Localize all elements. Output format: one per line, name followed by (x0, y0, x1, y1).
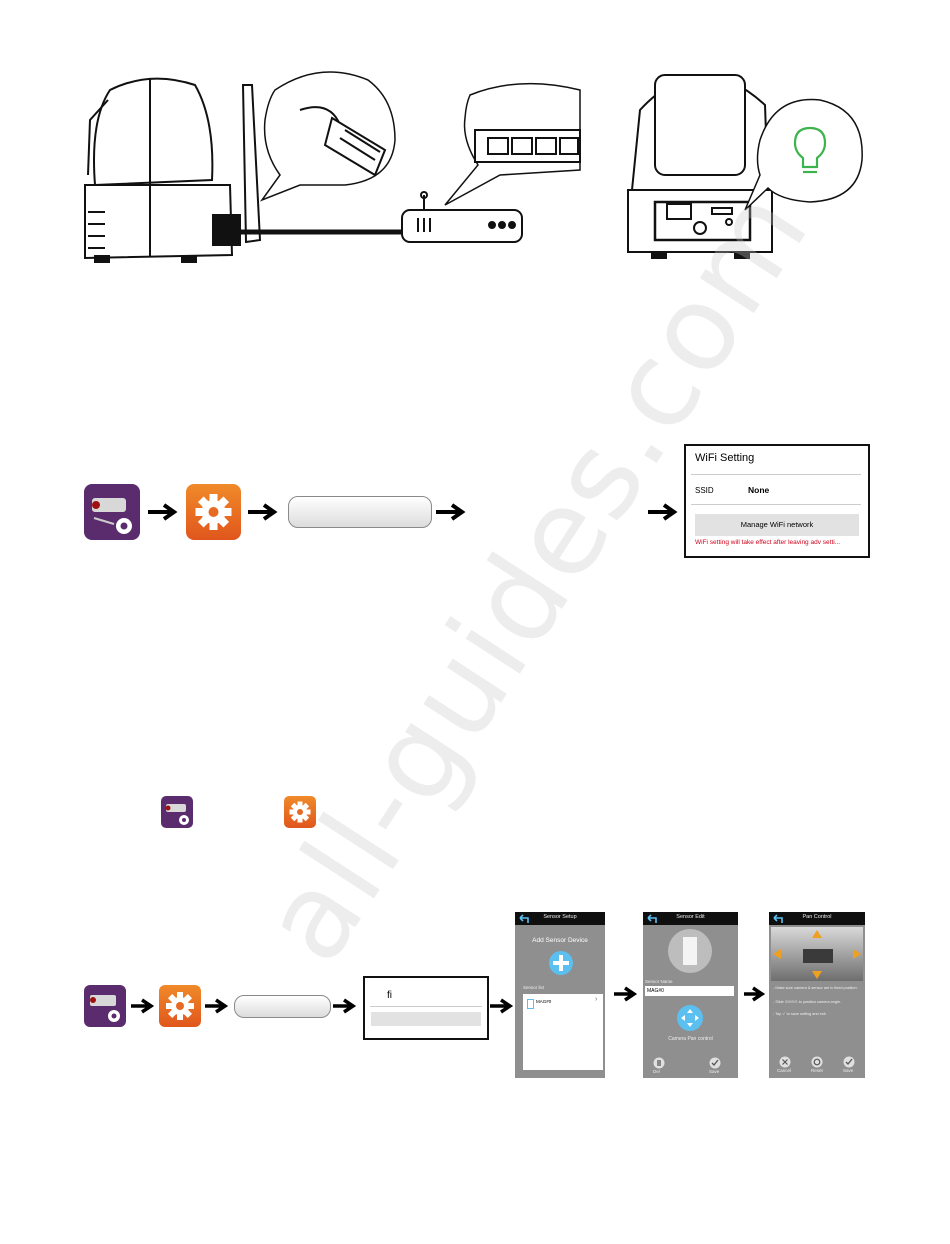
chevron-right-icon: › (595, 996, 598, 1003)
wifi-setting-title: WiFi Setting (695, 452, 755, 464)
arrow-right-icon (205, 998, 229, 1014)
add-sensor-label: Add Sensor Device (532, 937, 588, 944)
arrow-right-icon (648, 503, 678, 521)
title-bar (769, 912, 865, 925)
cctv-gear-icon (92, 498, 132, 534)
wifi-setting-dialog: WiFi Setting SSID None Manage WiFi netwo… (684, 444, 870, 558)
delete-label: Del (653, 1069, 660, 1074)
pan-right-icon[interactable] (852, 948, 862, 960)
arrow-right-icon (436, 503, 466, 521)
arrow-right-icon (614, 986, 638, 1002)
sensor-list-label: Sensor list (523, 985, 545, 990)
back-icon[interactable] (646, 914, 658, 924)
settings-app-icon-small[interactable] (284, 796, 316, 828)
screen-title: Sensor Edit (676, 914, 705, 920)
pan-note-2: - Slide ⊙⊙⊙⊙ to position camera angle. (773, 1000, 842, 1004)
pan-control-screen: Pan Control - Make sure camera & sensor … (769, 912, 865, 1078)
pan-up-icon[interactable] (811, 929, 823, 939)
settings-app-icon[interactable] (186, 484, 241, 540)
delete-icon[interactable] (653, 1057, 665, 1069)
manage-wifi-button[interactable]: Manage WiFi network (695, 514, 859, 536)
divider (370, 1006, 482, 1007)
pan-control-button[interactable] (676, 1004, 704, 1032)
save-icon[interactable] (843, 1056, 855, 1068)
camera-preview (771, 927, 863, 981)
cancel-label: Cancel (777, 1068, 792, 1073)
cancel-icon[interactable] (779, 1056, 791, 1068)
gear-icon (166, 992, 194, 1020)
sensor-dialog-button[interactable] (371, 1012, 481, 1026)
camera-router-illustration (84, 71, 863, 263)
arrow-right-icon (131, 998, 155, 1014)
back-icon[interactable] (772, 914, 784, 924)
title-bar (515, 912, 605, 925)
advanced-setting-button[interactable] (288, 496, 432, 528)
gear-icon (195, 494, 232, 530)
sensor-list: MAG#0 › (523, 994, 603, 1070)
pan-down-icon[interactable] (811, 970, 823, 980)
back-icon[interactable] (518, 914, 530, 924)
wifi-warning-text: WiFi setting will take effect after leav… (695, 539, 841, 546)
save-label: Save (709, 1069, 720, 1074)
arrow-right-icon (248, 503, 278, 521)
save-label: Save (843, 1068, 854, 1073)
cctv-gear-icon (90, 995, 120, 1022)
pan-note-1: - Make sure camera & sensor are in fixed… (773, 986, 858, 990)
add-sensor-button[interactable] (548, 950, 574, 976)
save-icon[interactable] (709, 1057, 721, 1069)
pan-left-icon[interactable] (772, 948, 782, 960)
sensor-list-item[interactable]: MAG#0 (536, 999, 552, 1004)
sensor-dialog-label: fi (387, 990, 392, 1001)
sensor-name-input[interactable]: MAG#0 (645, 986, 734, 996)
sensor-edit-screen: Sensor Edit Sensor Name MAG#0 Camera Pan… (643, 912, 738, 1078)
pan-note-3: - Tap ✓ to save setting and exit. (773, 1012, 827, 1016)
ssid-value: None (748, 485, 770, 495)
sensor-name-label: Sensor Name (645, 979, 673, 984)
screen-title: Sensor Setup (543, 914, 577, 920)
sensor-setting-dialog: fi (363, 976, 489, 1040)
divider (691, 474, 861, 475)
cctv-gear-icon (165, 804, 189, 825)
sensor-image (668, 929, 712, 973)
gear-icon (289, 801, 311, 823)
arrow-right-icon (333, 998, 357, 1014)
sensor-setup-screen: Sensor Setup Add Sensor Device Sensor li… (515, 912, 605, 1078)
advanced-setting-button[interactable] (234, 995, 331, 1018)
door-sensor-icon (683, 937, 697, 965)
preview-detail (803, 949, 833, 963)
camera-app-icon[interactable] (84, 985, 126, 1027)
sensor-icon (527, 999, 534, 1009)
reset-label: Reset (811, 1068, 823, 1073)
pan-control-label: Camera Pan control (668, 1036, 713, 1042)
ssid-label: SSID (695, 486, 714, 495)
arrow-right-icon (148, 503, 178, 521)
title-bar (643, 912, 738, 925)
divider (691, 504, 861, 505)
arrow-right-icon (744, 986, 766, 1002)
reset-icon[interactable] (811, 1056, 823, 1068)
settings-app-icon[interactable] (159, 985, 201, 1027)
arrow-right-icon (490, 998, 514, 1014)
camera-app-icon-small[interactable] (161, 796, 193, 828)
screen-title: Pan Control (802, 914, 832, 920)
watermark-text: all-guides.com (235, 164, 836, 986)
camera-app-icon[interactable] (84, 484, 140, 540)
